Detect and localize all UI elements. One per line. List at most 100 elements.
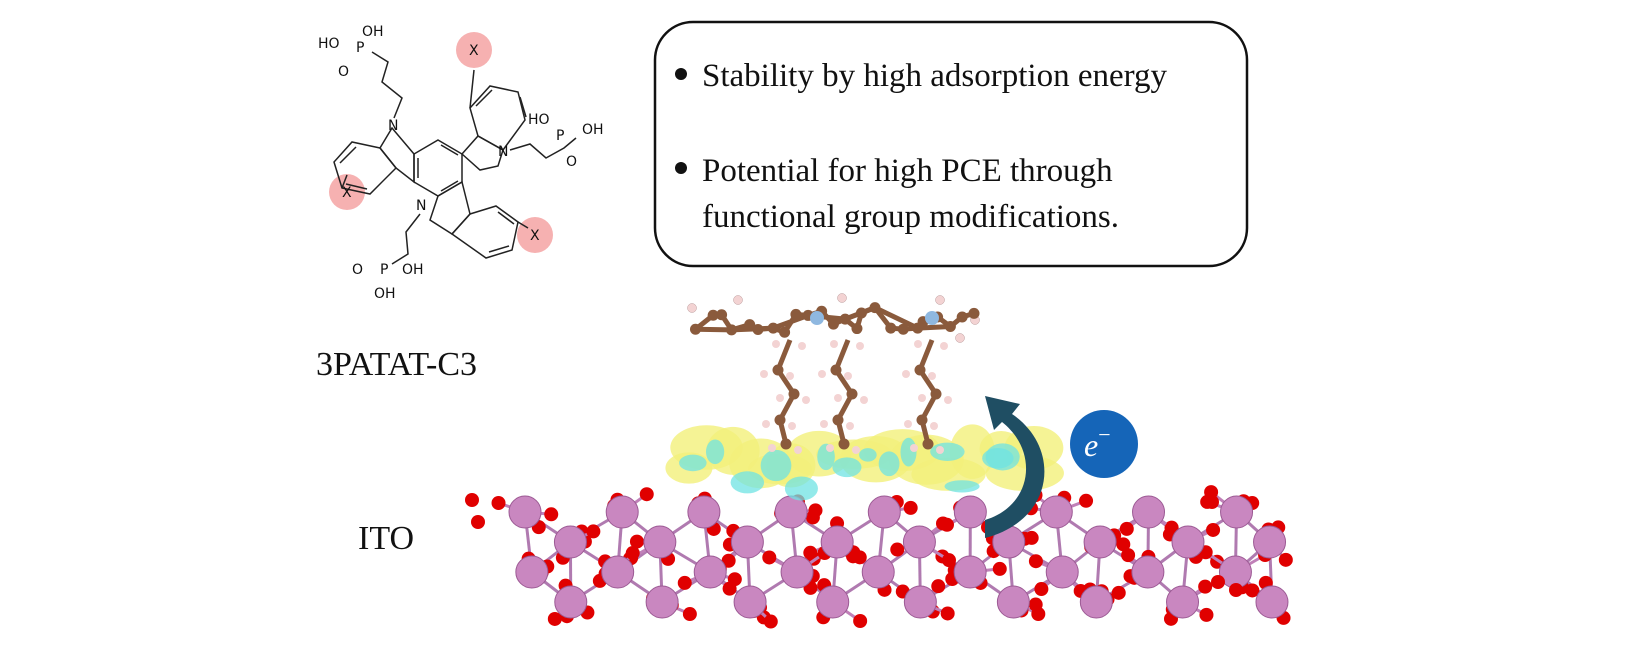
- oxygen-atom: [629, 534, 644, 549]
- hydrogen-atom: [834, 394, 842, 402]
- electron-charge: −: [1098, 422, 1110, 447]
- nitrogen-label-right: N: [498, 144, 508, 160]
- charge-density-isosurface: [665, 424, 1064, 501]
- carbon-atom: [968, 307, 980, 319]
- oxygen-atom: [1079, 493, 1094, 508]
- upper-left-chain: [371, 51, 403, 119]
- oxygen-bottom: O: [352, 262, 363, 278]
- depletion-lobe: [679, 454, 707, 472]
- hydroxyl-upper-left-b: OH: [362, 24, 384, 40]
- oxygen-atom: [625, 546, 640, 561]
- indium-atom: [1045, 555, 1079, 589]
- substrate-label: ITO: [358, 520, 414, 557]
- electron-badge-circle: [1070, 410, 1138, 478]
- oxygen-atom: [639, 487, 654, 502]
- depletion-lobe: [930, 442, 965, 461]
- electron-badge: e−: [1070, 410, 1138, 478]
- hydrogen-atom: [914, 340, 922, 348]
- lower-benzene: [450, 205, 519, 259]
- depletion-lobe: [859, 448, 877, 462]
- indium-atom: [645, 585, 679, 619]
- bullet-2-text-line-2: functional group modifications.: [702, 199, 1119, 235]
- carbon-atom: [916, 414, 928, 426]
- oxygen-atom: [1198, 579, 1213, 594]
- oxygen-atom: [1211, 575, 1225, 589]
- indium-atom: [1255, 585, 1289, 619]
- indium-atom: [902, 525, 936, 559]
- hydrogen-atom: [788, 422, 796, 430]
- indium-atom: [554, 585, 588, 619]
- oxygen-atom: [853, 614, 868, 629]
- oxygen-atom: [1119, 521, 1134, 536]
- depletion-lobe: [705, 439, 725, 465]
- phosphorus-upper-left: P: [356, 40, 364, 56]
- oxygen-atom: [727, 572, 742, 587]
- nitrogen-label-bottom: N: [416, 198, 426, 214]
- hydrogen-atom: [852, 446, 860, 454]
- oxygen-atom: [1278, 552, 1293, 567]
- carbon-atom: [716, 309, 728, 321]
- electron-letter: e: [1084, 427, 1098, 463]
- carbon-atom: [788, 388, 800, 400]
- indium-atom: [508, 495, 542, 529]
- hydrogen-atom: [768, 444, 776, 452]
- depletion-lobe: [784, 476, 818, 501]
- indium-atom: [1171, 525, 1205, 559]
- right-chain: [509, 137, 577, 159]
- upper-right-benzene: [469, 85, 526, 151]
- hydrogen-atom: [776, 394, 784, 402]
- depletion-lobe: [985, 443, 1020, 471]
- indium-atom: [643, 525, 677, 559]
- x-substituent-highlight-left: [329, 174, 365, 210]
- carbon-atom: [744, 319, 756, 331]
- indium-atom: [903, 585, 937, 619]
- accumulation-lobe: [949, 424, 995, 479]
- hydrogen-atom: [794, 446, 802, 454]
- oxygen-atom: [677, 575, 692, 590]
- hydrogen-atom: [928, 372, 936, 380]
- hydrogen-atom: [944, 396, 952, 404]
- hydrogen-atom: [940, 342, 948, 350]
- indium-atom: [1166, 585, 1200, 619]
- hydroxyl-upper-left-a: HO: [318, 36, 340, 52]
- bullet-1-text: Stability by high adsorption energy: [702, 58, 1168, 94]
- hydrogen-atom: [818, 370, 826, 378]
- hydrogen-atom: [902, 370, 910, 378]
- bullet-2-dot: [675, 162, 687, 174]
- indium-atom: [1039, 495, 1073, 529]
- depletion-lobe: [944, 480, 980, 493]
- depletion-lobe: [730, 471, 765, 494]
- oxygen-atom: [890, 542, 905, 557]
- carbon-atom: [869, 302, 881, 314]
- oxygen-atom: [931, 579, 946, 594]
- oxygen-atom: [852, 550, 867, 565]
- carbon-atom: [790, 308, 802, 320]
- indium-atom: [1132, 495, 1166, 529]
- hydroxyl-right-b: OH: [582, 122, 604, 138]
- oxygen-atom: [544, 507, 559, 522]
- carbon-atom: [780, 438, 792, 450]
- indium-atom: [605, 495, 639, 529]
- indium-atom: [1131, 555, 1165, 589]
- indium-atom: [867, 495, 901, 529]
- x-substituent-top: X: [469, 43, 479, 59]
- oxygen-atom: [762, 550, 777, 565]
- indium-atom: [730, 525, 764, 559]
- indium-atom: [553, 525, 587, 559]
- hydrogen-atom: [802, 396, 810, 404]
- oxygen-atom: [1206, 522, 1221, 537]
- oxygen-atom: [805, 510, 820, 525]
- indium-atom: [515, 555, 549, 589]
- carbon-atom: [851, 323, 863, 335]
- indium-atom: [996, 585, 1030, 619]
- indium-atom: [816, 585, 850, 619]
- phosphorus-bottom: P: [380, 262, 388, 278]
- oxygen-atom: [465, 493, 479, 507]
- nitrogen-atom: [925, 311, 939, 325]
- oxygen-atom: [1245, 583, 1260, 598]
- oxygen-atom: [940, 606, 955, 621]
- oxygen-atom: [1028, 597, 1043, 612]
- oxygen-atom: [471, 515, 485, 529]
- hydrogen-atom: [930, 422, 938, 430]
- oxygen-atom: [992, 561, 1007, 576]
